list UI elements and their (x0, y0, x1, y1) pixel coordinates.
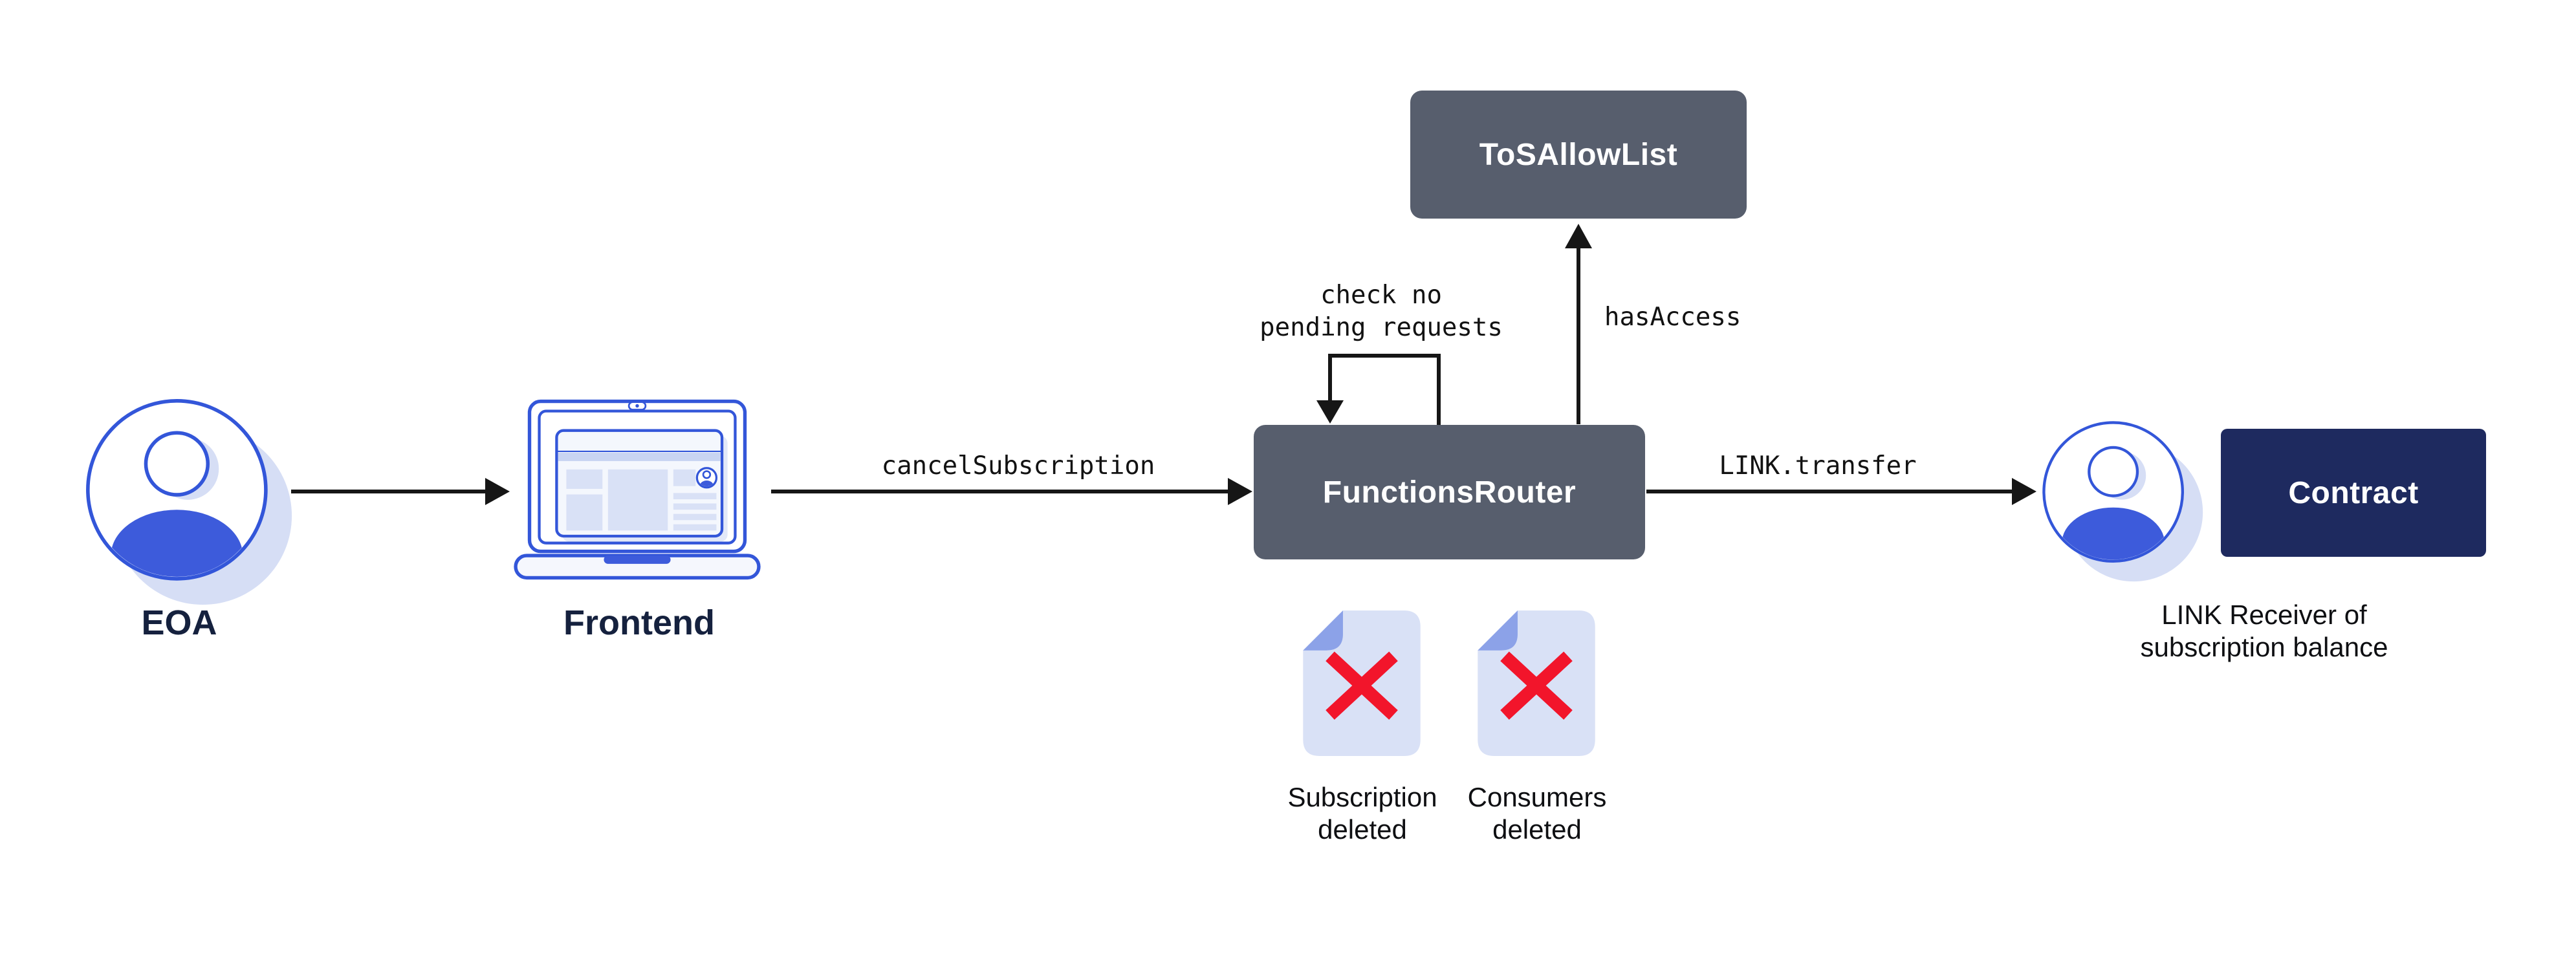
has-access-edge-label: hasAccess (1604, 303, 1741, 332)
link-receiver-caption: LINK Receiver of subscription balance (2140, 599, 2388, 662)
functions-router-box: FunctionsRouter (1254, 425, 1645, 559)
arrow-self-loop-check-pending (1316, 354, 1441, 425)
arrow-has-access-up (1565, 224, 1592, 424)
arrow-eoa-to-frontend (291, 478, 510, 505)
subscription-deleted-caption: Subscription deleted (1287, 782, 1437, 845)
eoa-label: EOA (141, 603, 217, 642)
check-no-pending-requests-label: check no pending requests (1260, 281, 1503, 342)
subscription-deleted-document-icon (1303, 610, 1421, 756)
red-x-icon (1326, 651, 1398, 720)
avatar-icon (695, 467, 718, 489)
eoa-person-icon (86, 399, 292, 605)
consumers-deleted-document-icon (1478, 610, 1595, 756)
consumers-deleted-caption: Consumers deleted (1467, 782, 1607, 845)
frontend-label: Frontend (563, 603, 715, 642)
red-x-icon (1500, 651, 1573, 720)
frontend-laptop-icon (514, 399, 761, 580)
link-transfer-edge-label: LINK.transfer (1719, 451, 1917, 481)
link-receiver-person-icon (2042, 421, 2203, 582)
cancel-subscription-edge-label: cancelSubscription (881, 451, 1155, 481)
tos-allow-list-box: ToSAllowList (1410, 91, 1747, 219)
contract-box: Contract (2221, 429, 2486, 557)
